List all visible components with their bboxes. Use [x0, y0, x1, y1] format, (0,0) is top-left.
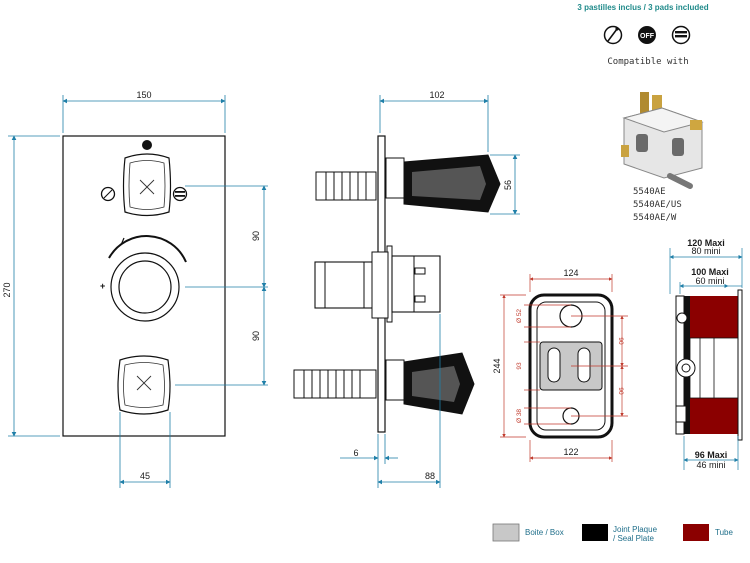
side-body-label: 88 [425, 471, 435, 481]
legend-box-label: Boite / Box [525, 528, 564, 537]
model-5540ae-w: 5540AE/W [633, 213, 677, 223]
model-5540ae: 5540AE [633, 187, 666, 197]
off-pad-icon: OFF [638, 26, 656, 44]
legend-tube-swatch [683, 524, 709, 541]
side-handle-depth-label: 56 [503, 180, 513, 190]
pads-note: 3 pastilles inclus / 3 pads included [577, 3, 708, 12]
box-hole-top-label: Ø 52 [516, 309, 523, 323]
svg-text:OFF: OFF [640, 33, 655, 40]
depth-inner-max-label: 100 Maxi [691, 267, 729, 277]
depth-view [675, 289, 743, 441]
box-right-top-label: 90 [617, 337, 624, 345]
valve-body-illustration [621, 92, 704, 189]
front-width-label: 150 [136, 90, 151, 100]
box-right-bottom-label: 90 [617, 387, 624, 395]
box-top-width-label: 124 [563, 268, 578, 278]
box-bottom-width-label: 122 [563, 447, 578, 457]
legend-tube-label: Tube [715, 528, 733, 537]
side-dimensions [340, 95, 520, 488]
compatible-label: Compatible with [607, 57, 688, 67]
thermostat-pad-icon [603, 25, 623, 45]
depth-outer-max-label: 120 Maxi [687, 238, 725, 248]
depth-bottom-min-label: 46 mini [696, 460, 725, 470]
front-bottom-offset-label: 45 [140, 471, 150, 481]
legend-seal-label-line1: Joint Plaque [613, 525, 658, 534]
legend-box-swatch [492, 523, 520, 542]
side-depth-label: 102 [429, 90, 444, 100]
side-plate-label: 6 [353, 448, 358, 458]
front-view: + [62, 135, 226, 437]
front-height-label: 270 [2, 282, 12, 297]
depth-inner-min-label: 60 mini [695, 276, 724, 286]
legend-seal-label-line2: / Seal Plate [613, 534, 654, 543]
box-hole-mid-label: 93 [516, 362, 523, 370]
depth-outer-min-label: 80 mini [691, 246, 720, 256]
depth-dimensions [669, 248, 743, 470]
legend: Boite / Box Joint Plaque / Seal Plate Tu… [492, 523, 733, 543]
front-dimensions [8, 95, 268, 488]
legend-seal-swatch [582, 524, 608, 541]
front-spacing-top-label: 90 [251, 231, 261, 241]
shower-pad-icon [671, 25, 691, 45]
box-height-label: 244 [492, 358, 502, 373]
box-hole-bottom-label: Ø 38 [516, 409, 523, 423]
depth-bottom-max-label: 96 Maxi [695, 450, 728, 460]
front-spacing-bottom-label: 90 [251, 331, 261, 341]
box-dimensions [500, 274, 628, 462]
model-5540ae-us: 5540AE/US [633, 200, 682, 210]
side-view [293, 135, 501, 433]
svg-text:+: + [100, 281, 105, 291]
